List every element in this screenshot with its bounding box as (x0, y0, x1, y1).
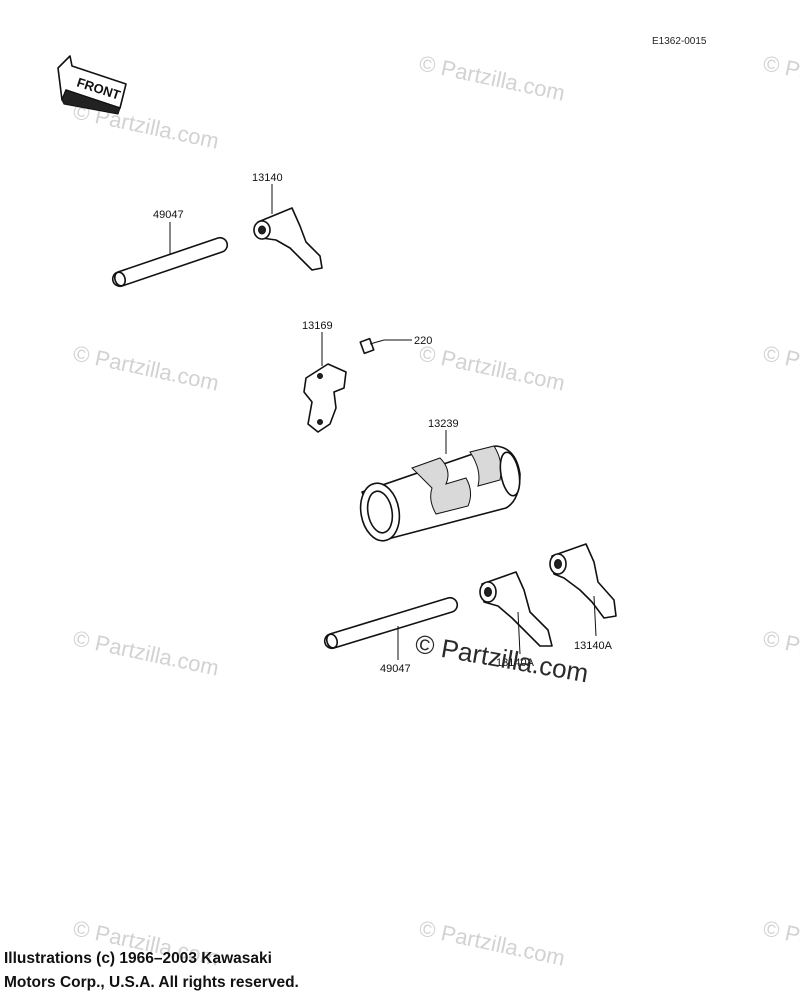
watermark-text: © Partzilla.com (761, 50, 800, 105)
callout-13169: 13169 (302, 320, 333, 332)
watermark-text: © Partzilla.com (71, 625, 221, 680)
shift-fork-right: 13140A (549, 543, 617, 652)
bolt: 220 (359, 335, 432, 355)
callout-13140: 13140 (252, 172, 283, 184)
shift-rod-upper: 49047 (111, 209, 229, 288)
detent-plate: 13169 (302, 320, 347, 433)
watermark-text: © Partzilla.com (417, 50, 567, 105)
copyright-line-2: Motors Corp., U.S.A. All rights reserved… (4, 974, 299, 991)
watermark-overlay-text: © Partzilla.com (413, 628, 591, 688)
watermark-text: © Partzilla.com (761, 340, 800, 395)
shift-rod-lower: 49047 (323, 596, 459, 675)
copyright-line-1: Illustrations (c) 1966–2003 Kawasaki (4, 950, 272, 967)
watermark-text: © Partzilla.com (417, 340, 567, 395)
copyright-notice: Illustrations (c) 1966–2003 Kawasaki Mot… (4, 947, 604, 995)
shift-drum: 13239 (359, 418, 521, 542)
shift-fork-upper: 13140 (252, 172, 323, 271)
watermark-text: © Partzilla.com (761, 625, 800, 680)
watermark-text: © Partzilla.com (71, 340, 221, 395)
shift-fork-middle: 13140A (479, 571, 553, 669)
callout-13140A-right: 13140A (574, 640, 613, 652)
callout-49047-lower: 49047 (380, 663, 411, 675)
front-arrow-icon: FRONT (57, 55, 127, 115)
callout-13239: 13239 (428, 418, 459, 430)
callout-13140A-middle: 13140A (496, 657, 535, 669)
watermark-text: © Partzilla.com (761, 915, 800, 970)
diagram-code: E1362-0015 (652, 36, 707, 47)
callout-220: 220 (414, 335, 432, 347)
callout-49047-upper: 49047 (153, 209, 184, 221)
